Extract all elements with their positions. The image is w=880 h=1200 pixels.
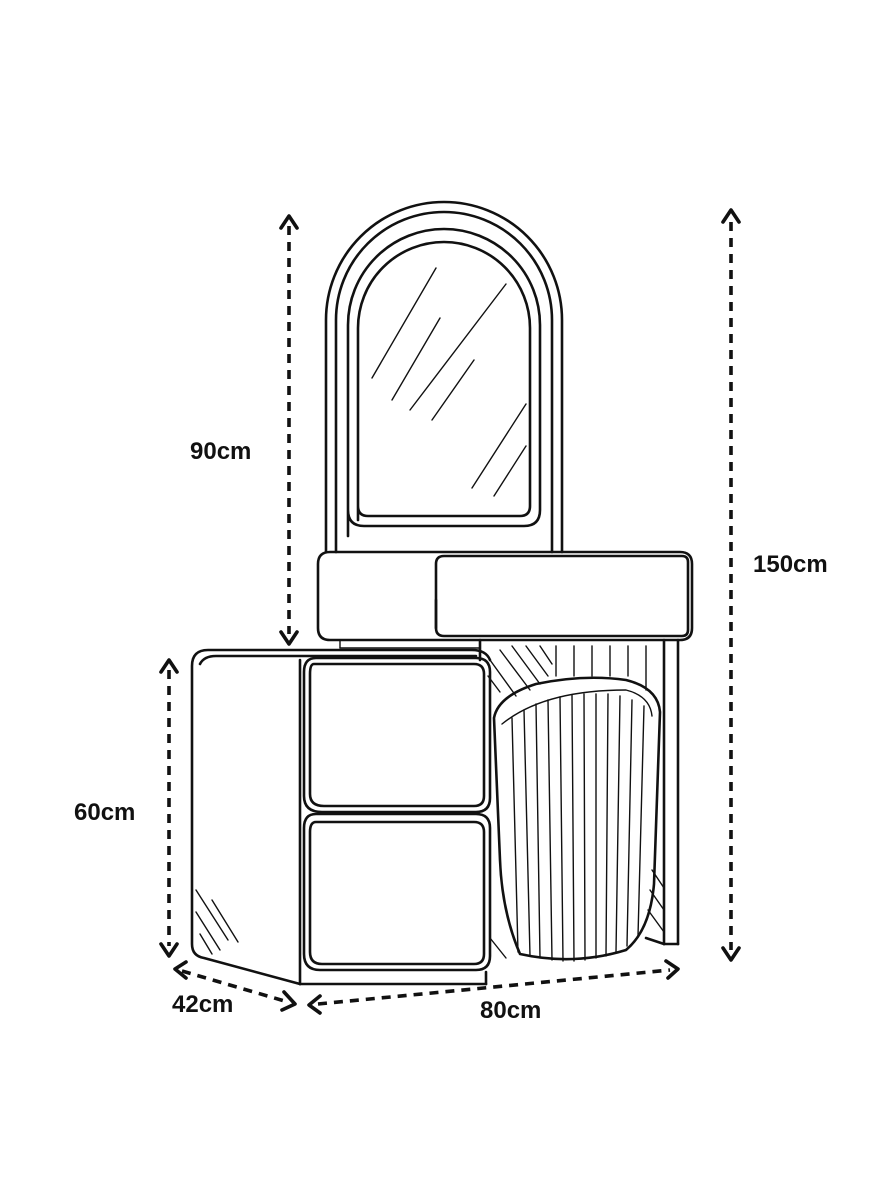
depth-label: 42cm bbox=[172, 991, 234, 1018]
drawer-cabinet bbox=[190, 648, 507, 986]
width-label: 80cm bbox=[480, 997, 542, 1024]
stool-flutes bbox=[511, 693, 645, 962]
desk-height-label: 60cm bbox=[74, 799, 136, 826]
cabinet-side-hatching bbox=[195, 889, 507, 959]
dimension-arrow-total-height bbox=[721, 208, 741, 962]
mirror-height-label: 90cm bbox=[190, 438, 252, 465]
arched-mirror bbox=[324, 200, 564, 554]
total-height-label: 150cm bbox=[753, 551, 828, 578]
top-drawer-unit bbox=[316, 550, 694, 649]
dimension-arrow-depth bbox=[173, 960, 297, 1012]
back-panel-hatching bbox=[487, 645, 665, 933]
mirror-reflection-lines bbox=[371, 267, 527, 497]
dimension-arrow-width bbox=[307, 959, 680, 1015]
fluted-stool bbox=[492, 676, 662, 962]
dimension-arrow-desk-height bbox=[159, 658, 179, 958]
back-panel bbox=[478, 638, 680, 946]
dimension-arrow-mirror-height bbox=[279, 214, 299, 646]
